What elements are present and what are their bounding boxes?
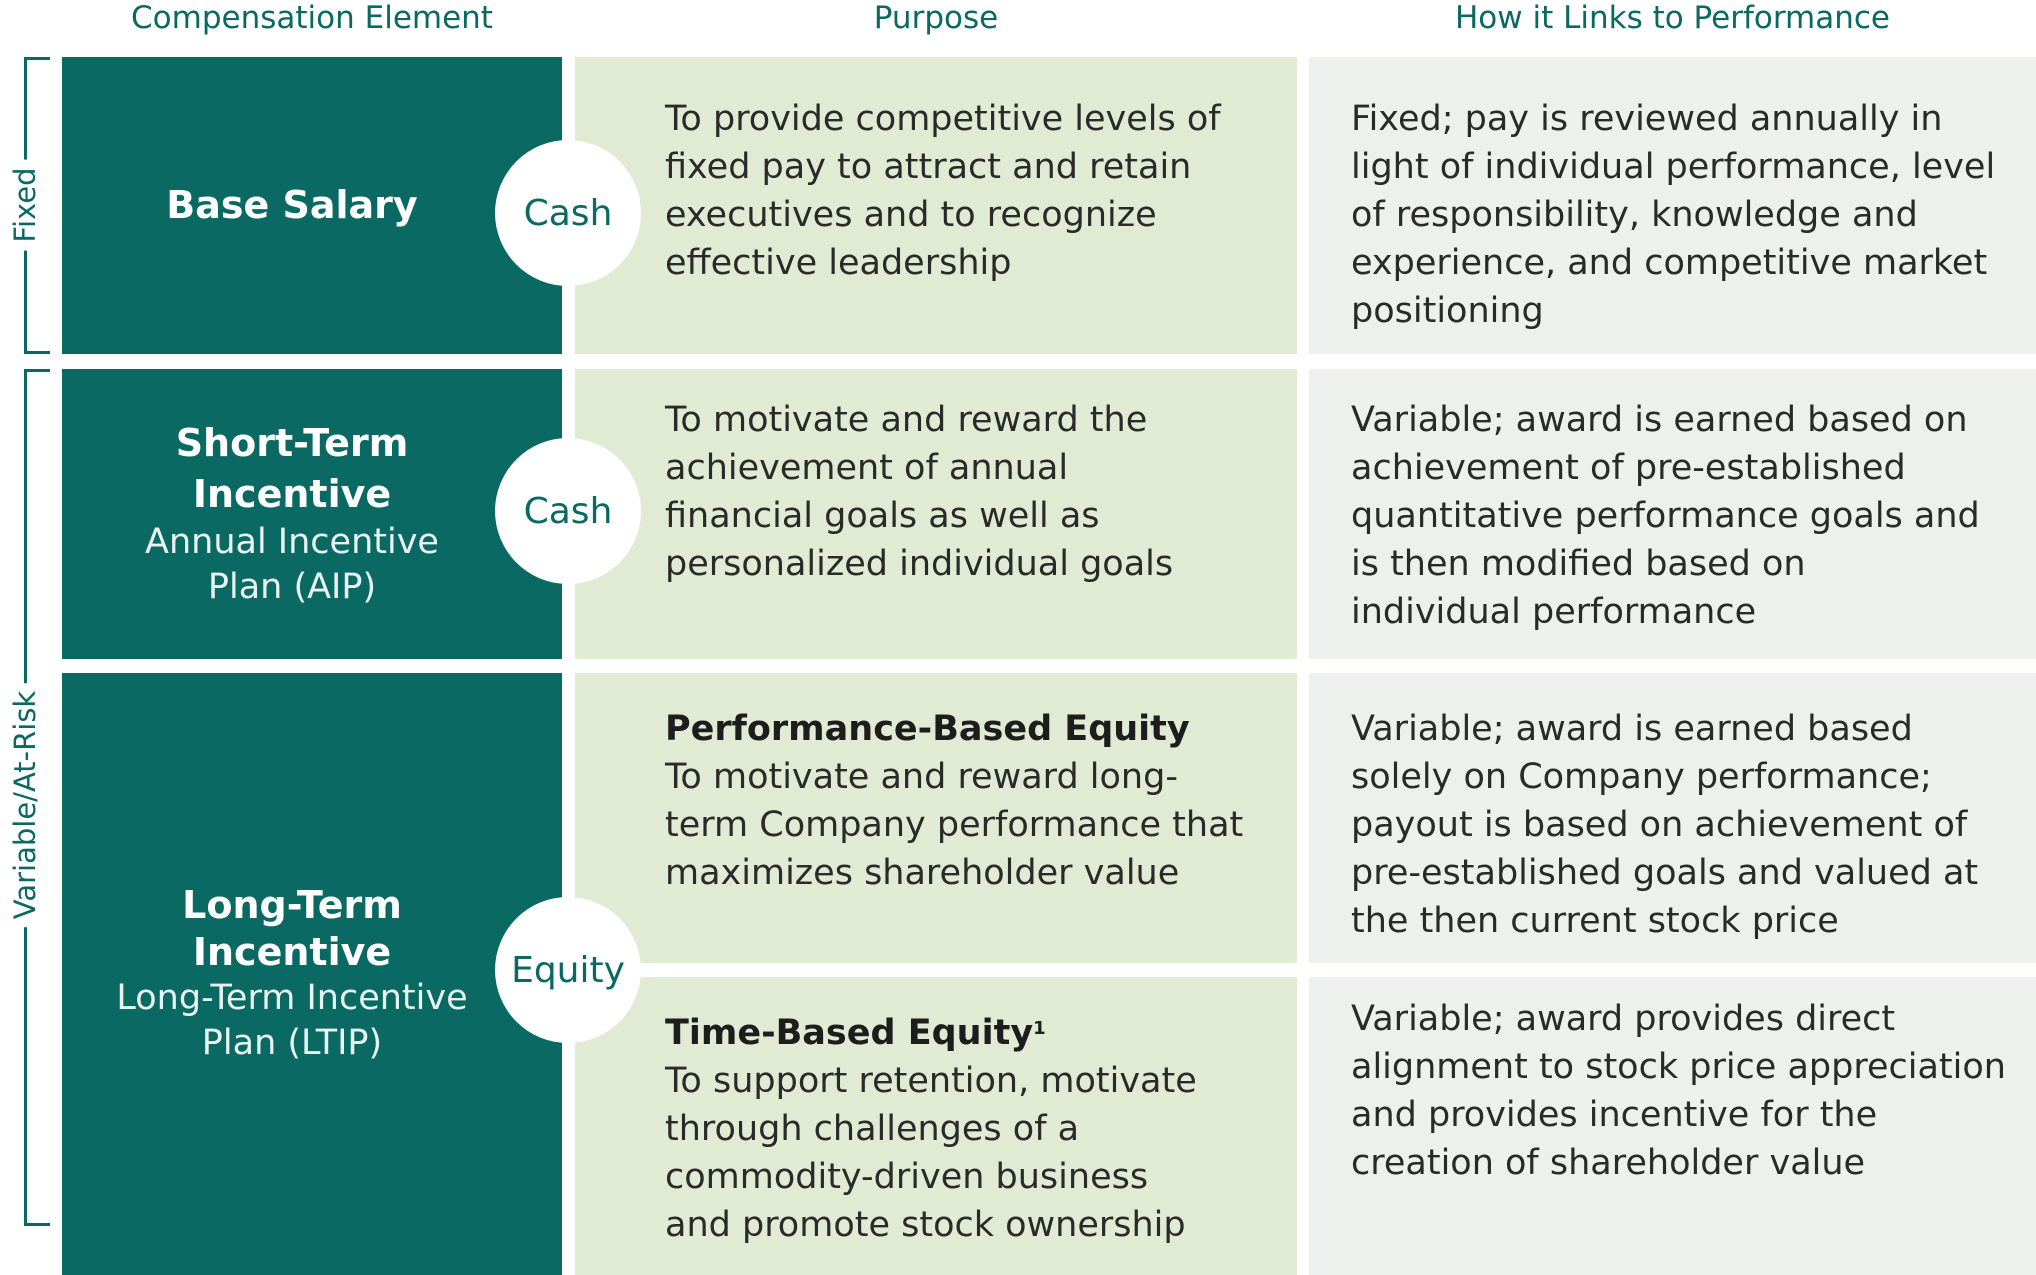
- base-salary-purpose-cell: To provide competitive levels of fixed p…: [575, 57, 1297, 354]
- header-compensation-element: Compensation Element: [131, 0, 493, 36]
- base-salary-cell: Base Salary: [62, 57, 562, 354]
- fixed-bracket-top: [24, 57, 50, 60]
- short-term-cash-badge: Cash: [495, 438, 641, 584]
- variable-bracket-top: [24, 369, 50, 372]
- long-term-incentive-title: Long-Term Incentive: [182, 883, 402, 974]
- short-term-incentive-cell: Short-Term Incentive Annual Incentive Pl…: [62, 369, 562, 659]
- time-equity-text: To support retention, motivate through c…: [665, 1061, 1197, 1245]
- short-term-purpose-cell: To motivate and reward the achievement o…: [575, 369, 1297, 659]
- time-equity-purpose: Time-Based Equity1 To support retention,…: [665, 1009, 1225, 1249]
- header-performance-link: How it Links to Performance: [1454, 0, 1890, 36]
- long-term-incentive-cell: Long-Term Incentive Long-Term Incentive …: [62, 673, 562, 1275]
- time-equity-link: Variable; award provides direct alignmen…: [1351, 999, 2006, 1183]
- short-term-incentive-title: Short-Term Incentive: [175, 421, 409, 516]
- short-term-link: Variable; award is earned based on achie…: [1351, 400, 1980, 632]
- time-equity-purpose-cell: Time-Based Equity1 To support retention,…: [575, 977, 1297, 1275]
- base-salary-cash-badge: Cash: [495, 140, 641, 286]
- long-term-equity-badge: Equity: [495, 897, 641, 1043]
- long-term-incentive-plan: Long-Term Incentive Plan (LTIP): [116, 978, 468, 1063]
- performance-equity-purpose: Performance-Based Equity To motivate and…: [665, 705, 1245, 897]
- time-equity-footnote: 1: [1033, 1018, 1046, 1039]
- base-salary-link: Fixed; pay is reviewed annually in light…: [1351, 99, 1996, 331]
- short-term-purpose: To motivate and reward the achievement o…: [665, 400, 1174, 584]
- performance-equity-text: To motivate and reward long-term Company…: [665, 757, 1244, 893]
- performance-equity-link: Variable; award is earned based solely o…: [1351, 709, 1979, 941]
- base-salary-purpose: To provide competitive levels of fixed p…: [665, 99, 1221, 283]
- base-salary-title: Base Salary: [166, 183, 418, 227]
- performance-equity-link-cell: Variable; award is earned based solely o…: [1309, 673, 2036, 963]
- fixed-bracket-bottom: [24, 351, 50, 354]
- time-equity-link-cell: Variable; award provides direct alignmen…: [1309, 977, 2036, 1275]
- header-purpose: Purpose: [873, 0, 999, 36]
- performance-equity-purpose-cell: Performance-Based Equity To motivate and…: [575, 673, 1297, 963]
- short-term-link-cell: Variable; award is earned based on achie…: [1309, 369, 2036, 659]
- time-equity-heading: Time-Based Equity1: [665, 1009, 1225, 1057]
- performance-equity-heading: Performance-Based Equity: [665, 709, 1190, 749]
- variable-bracket-bottom: [24, 1223, 50, 1226]
- time-equity-heading-text: Time-Based Equity: [665, 1013, 1034, 1053]
- short-term-incentive-plan: Annual Incentive Plan (AIP): [145, 522, 439, 607]
- fixed-bracket-label: Fixed: [8, 159, 42, 251]
- variable-bracket-label: Variable/At-Risk: [8, 682, 42, 928]
- base-salary-link-cell: Fixed; pay is reviewed annually in light…: [1309, 57, 2036, 354]
